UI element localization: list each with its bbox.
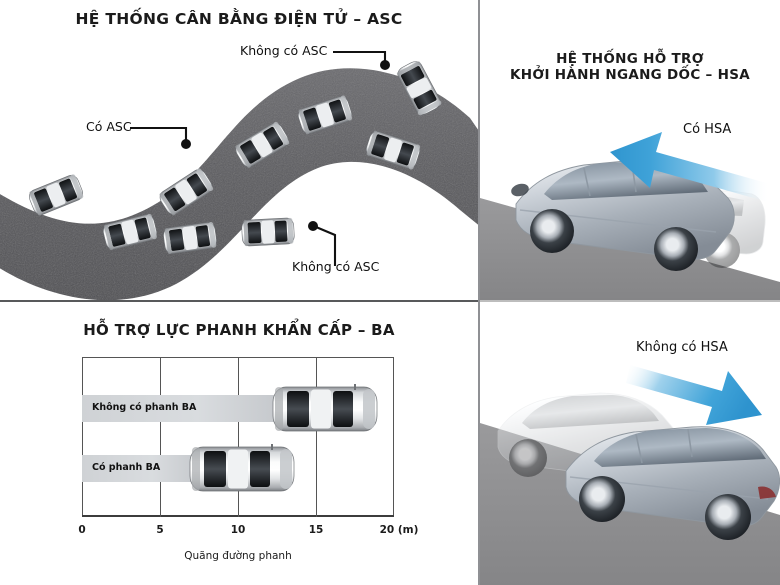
plot-border-right [392,357,394,517]
hsa-with-illustration [480,132,780,300]
asc-panel: HỆ THỐNG CÂN BẰNG ĐIỆN TỬ – ASC [0,0,478,300]
right-panel-separator [480,300,780,302]
gridline-10 [238,357,240,517]
hsa-title-line-1: HỆ THỐNG HỖ TRỢ [556,51,704,67]
car-top-view [240,217,296,247]
ba-panel: HỖ TRỢ LỰC PHANH KHẨN CẤP – BA Không có … [0,302,478,585]
bar-car-2 [189,444,295,492]
asc-panel-title: HỆ THỐNG CÂN BẰNG ĐIỆN TỬ – ASC [75,10,403,28]
vertical-divider [478,0,480,585]
xtick-15: 15 [308,524,324,536]
bar-co-phanh-ba [82,455,210,482]
gridline-5 [160,357,162,517]
bar-label-co-phanh-ba: Có phanh BA [92,462,161,473]
rear-wheel [654,227,698,271]
gridline-15 [316,357,318,517]
left-horizontal-divider [0,300,478,302]
callout-label-no-asc-bottom: Không có ASC [292,259,380,274]
xtick-20: 20 (m) [379,524,419,536]
asc-road-illustration [0,50,478,300]
hsa-with-panel: HỆ THỐNG HỖ TRỢ KHỞI HÀNH NGANG DỐC – HS… [480,0,780,300]
car-top-view [26,172,86,218]
bar-label-khong-co-phanh-ba: Không có phanh BA [92,402,197,413]
callout-dots [181,60,390,231]
front-wheel [579,476,625,522]
braking-distance-chart: Không có phanh BA [82,357,394,517]
xtick-0: 0 [78,524,86,536]
bar-khong-co-phanh-ba [82,395,293,422]
hsa-title-line-2: KHỞI HÀNH NGANG DỐC – HSA [510,66,750,83]
xtick-5: 5 [156,524,164,536]
hsa-with-label: Có HSA [683,122,732,137]
ba-panel-title: HỖ TRỢ LỰC PHANH KHẨN CẤP – BA [83,321,395,339]
callout-leader-lines [130,50,387,266]
hsa-up-arrow [610,132,770,202]
hsa-without-illustration [480,365,780,585]
rear-wheel [705,494,751,540]
plot-axis-y [82,357,84,517]
hsa-down-arrow [626,365,762,425]
callout-label-no-asc-top: Không có ASC [240,43,328,58]
front-wheel [530,209,574,253]
hsa-main-car [565,426,780,540]
hsa-without-label: Không có HSA [636,340,728,355]
hsa-panel-title: HỆ THỐNG HỖ TRỢ KHỞI HÀNH NGANG DỐC – HS… [480,51,780,84]
xtick-10: 10 [230,524,246,536]
tail-light [758,486,776,499]
callout-label-has-asc: Có ASC [86,119,132,134]
bar-car-1 [272,384,378,432]
chart-x-axis-title: Quãng đường phanh [184,550,292,562]
hsa-without-panel: Không có HSA [480,303,780,585]
